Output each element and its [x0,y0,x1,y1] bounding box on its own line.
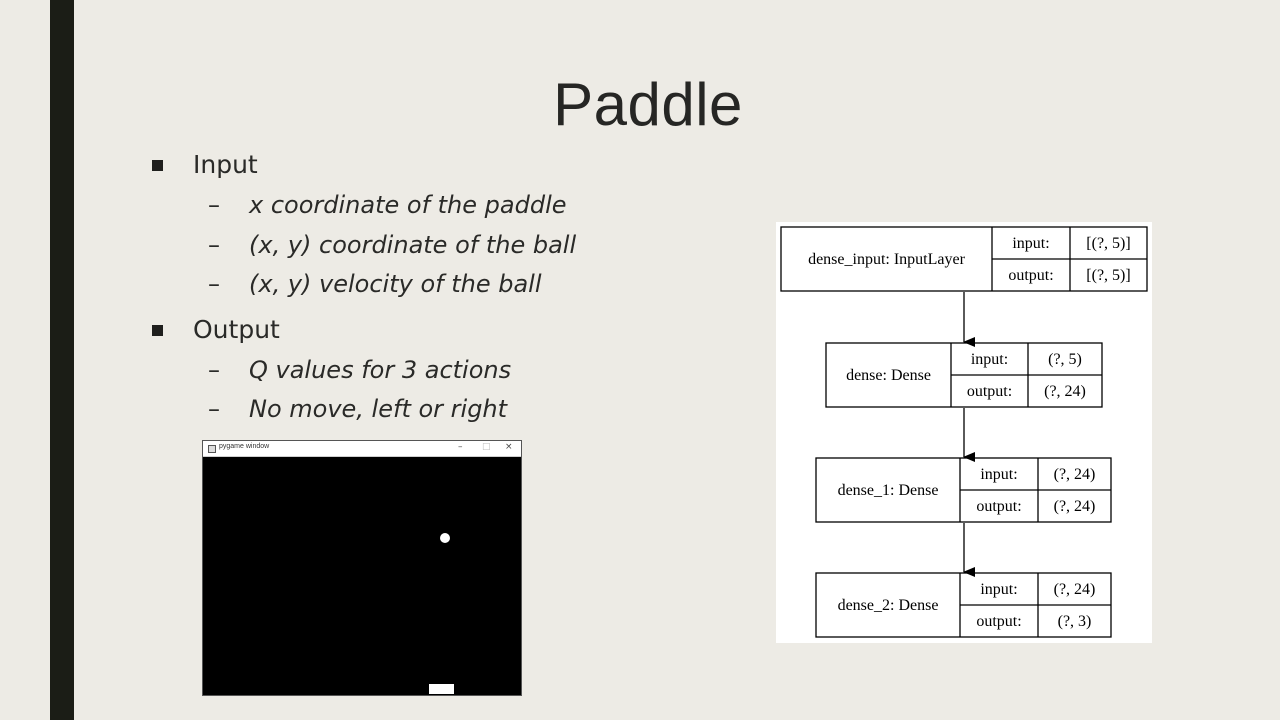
square-bullet-icon [152,324,163,336]
dash-bullet-icon: – [208,355,220,384]
dash-bullet-icon: – [208,395,220,423]
output-label: output: [976,498,1021,515]
pygame-app-icon [208,445,216,453]
slide-title: Paddle [553,71,743,138]
input-label: input: [980,581,1017,598]
model-architecture-diagram: dense_input: InputLayer input: output: [… [776,222,1152,643]
model-diagram-svg: dense_input: InputLayer input: output: [… [780,226,1148,638]
sub-bullet-text: x coordinate of the paddle [249,191,567,219]
layer-name: dense: Dense [846,367,931,384]
square-bullet-icon [152,160,163,171]
output-shape: [(?, 5)] [1086,267,1130,284]
layer-name: dense_input: InputLayer [808,251,966,268]
sub-bullet-text: No move, left or right [249,395,508,423]
game-ball [440,533,450,543]
input-shape: (?, 24) [1054,466,1096,483]
dash-bullet-icon: – [208,270,220,298]
layer-node-dense-input [780,226,1148,292]
layer-node-dense-1 [815,457,1112,523]
sub-bullet-text: Q values for 3 actions [249,355,512,384]
sub-bullet-text: (x, y) coordinate of the ball [249,230,577,259]
left-accent-bar [50,0,74,720]
output-shape: (?, 24) [1044,383,1086,400]
maximize-icon: □ [482,442,491,452]
input-label: input: [980,466,1017,483]
input-label: input: [1012,235,1049,252]
pygame-window: pygame window – □ × [202,440,522,696]
layer-name: dense_2: Dense [838,597,939,614]
pygame-window-title: pygame window [219,443,270,450]
bullet-label: Input [193,150,258,179]
sub-bullet-text: (x, y) velocity of the ball [249,270,542,298]
input-shape: [(?, 5)] [1086,235,1130,252]
dash-bullet-icon: – [208,230,220,259]
minimize-icon: – [458,442,463,452]
output-label: output: [967,383,1012,400]
output-shape: (?, 24) [1054,498,1096,515]
game-paddle [429,684,454,694]
bullet-label: Output [193,314,280,344]
dash-bullet-icon: – [208,191,220,219]
layer-name: dense_1: Dense [838,482,939,499]
input-shape: (?, 24) [1054,581,1096,598]
close-icon: × [505,442,513,452]
input-shape: (?, 5) [1048,351,1082,368]
output-shape: (?, 3) [1058,613,1092,630]
output-label: output: [976,613,1021,630]
input-label: input: [971,351,1008,368]
pygame-titlebar: pygame window – □ × [203,441,521,457]
output-label: output: [1008,267,1053,284]
